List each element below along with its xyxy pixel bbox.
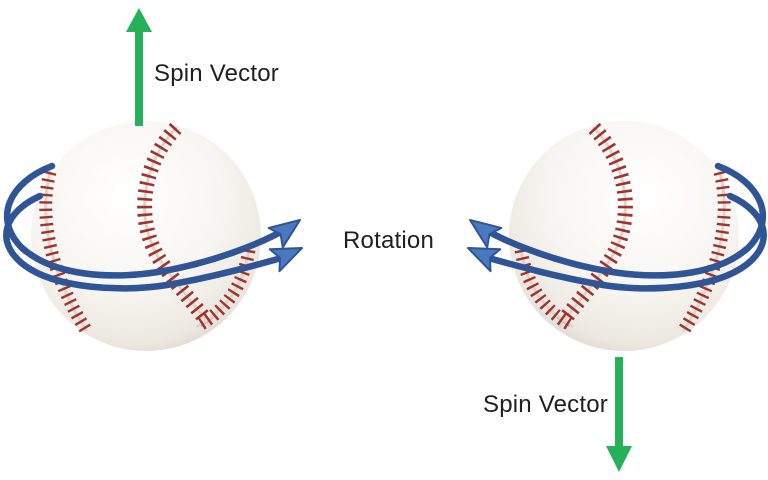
baseball-right-with-rotation: [463, 121, 764, 351]
spin-vector-bottom-label: Spin Vector: [483, 391, 608, 418]
spin-vector-up-arrow-icon: [126, 8, 152, 126]
spin-vector-down-arrow-icon: [606, 357, 632, 472]
baseball-left-with-rotation: [6, 121, 307, 351]
arrow-head: [126, 8, 152, 32]
arrow-shaft: [615, 357, 623, 447]
arrow-shaft: [135, 28, 143, 126]
spin-vector-top-label: Spin Vector: [154, 60, 279, 87]
arrow-head: [606, 446, 632, 472]
rotation-label: Rotation: [343, 227, 434, 254]
